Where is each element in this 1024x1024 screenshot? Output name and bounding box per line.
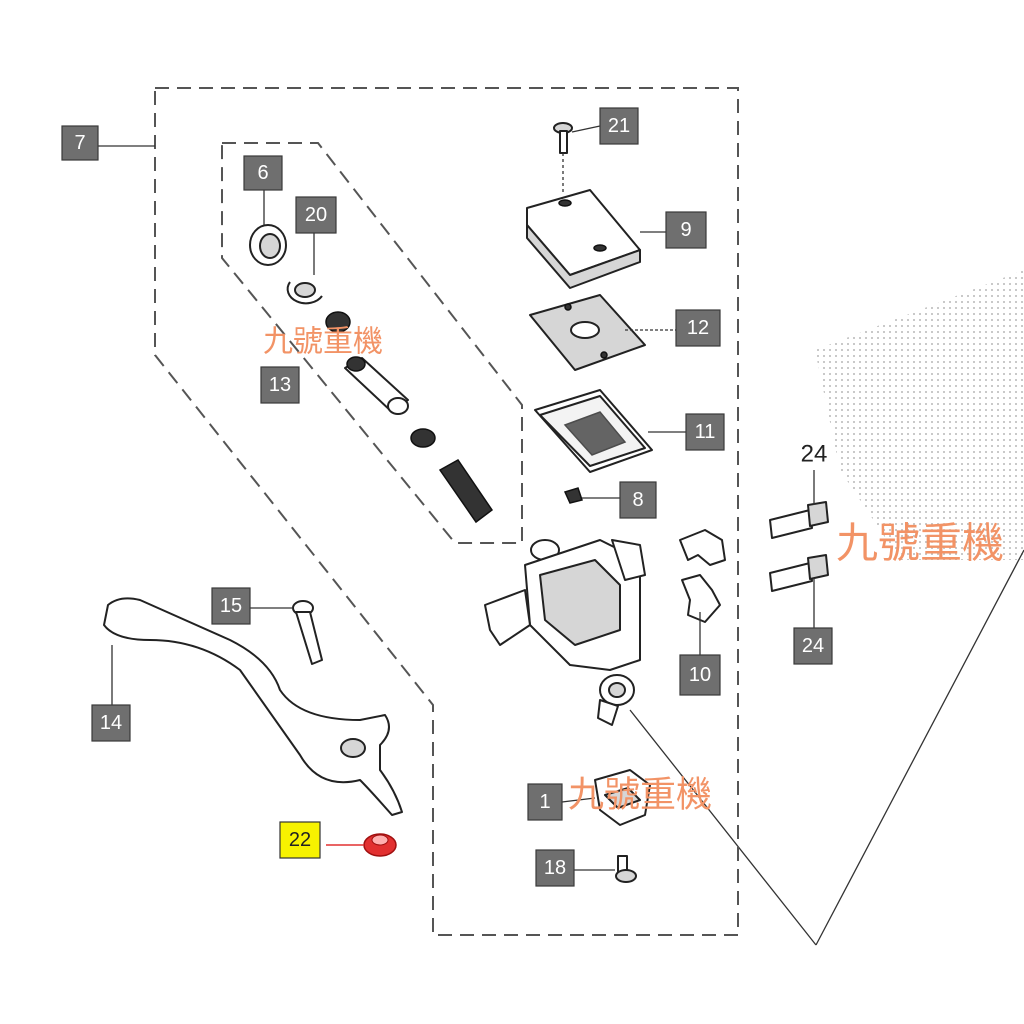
background-outline-line <box>815 549 1024 946</box>
piston-kit-13-part <box>325 311 494 524</box>
callout-18-label: 18 <box>544 857 566 879</box>
callout-15[interactable]: 15 <box>211 587 251 625</box>
float-8-part <box>563 487 583 504</box>
callout-10-label: 10 <box>689 664 711 686</box>
callout-6[interactable]: 6 <box>243 155 283 191</box>
background-outline-line-2 <box>629 709 817 946</box>
callout-9-label: 9 <box>680 219 691 241</box>
callout-22[interactable]: 22 <box>279 821 321 859</box>
pivot-bolt-15-part <box>292 600 323 665</box>
callout-18[interactable]: 18 <box>535 849 575 887</box>
callout-20[interactable]: 20 <box>295 196 337 234</box>
leader-1 <box>561 797 596 803</box>
master-cylinder-body-part <box>484 539 646 726</box>
callout-8[interactable]: 8 <box>619 481 657 519</box>
leader-21 <box>571 125 601 133</box>
circlip-20-part <box>286 281 323 305</box>
bolt-24-upper-part <box>769 501 829 539</box>
callout-9[interactable]: 9 <box>665 211 707 249</box>
dust-boot-6-part <box>249 224 287 266</box>
callout-7-label: 7 <box>74 132 85 154</box>
brake-lever-14-part <box>103 597 403 816</box>
callout-24-upper-label[interactable]: 24 <box>801 441 828 468</box>
callout-15-label: 15 <box>220 595 242 617</box>
callout-14-label: 14 <box>100 712 122 734</box>
bolt-24-lower-part <box>769 554 829 592</box>
handlebar-clamp-10-part <box>679 529 726 623</box>
callout-21[interactable]: 21 <box>599 107 639 145</box>
callout-24-lower-label: 24 <box>802 635 824 657</box>
callout-14[interactable]: 14 <box>91 704 131 742</box>
assembly-frame-7 <box>154 87 739 936</box>
callout-11-label: 11 <box>695 421 716 443</box>
callout-13[interactable]: 13 <box>260 366 300 404</box>
watermark-text-3: 九號重機 <box>568 775 712 816</box>
diaphragm-11-part <box>534 389 653 473</box>
brake-switch-1-part <box>594 769 651 826</box>
callout-12[interactable]: 12 <box>675 309 721 347</box>
background-handlebar-shading <box>815 270 1024 560</box>
callout-24-lower[interactable]: 24 <box>793 627 833 665</box>
callout-6-label: 6 <box>257 162 268 184</box>
callout-21-label: 21 <box>608 115 630 137</box>
watermark-text-2: 九號重機 <box>836 519 1004 568</box>
screw-18-part <box>615 855 637 883</box>
bushing-22-part <box>363 833 397 857</box>
watermark-text-1: 九號重機 <box>263 325 383 360</box>
screw-21-part <box>553 122 573 195</box>
callout-1-label: 1 <box>539 791 550 813</box>
callout-10[interactable]: 10 <box>679 654 721 696</box>
piston-kit-frame-13 <box>221 142 523 544</box>
callout-13-label: 13 <box>269 374 291 396</box>
callout-20-label: 20 <box>305 204 327 226</box>
callout-12-label: 12 <box>687 317 709 339</box>
diaphragm-plate-12-part <box>529 294 646 371</box>
callout-11[interactable]: 11 <box>685 413 725 451</box>
callout-7[interactable]: 7 <box>61 125 99 161</box>
callout-8-label: 8 <box>632 489 643 511</box>
callout-1[interactable]: 1 <box>527 783 563 821</box>
callout-22-label: 22 <box>289 829 311 851</box>
reservoir-cap-9-part <box>526 189 641 289</box>
